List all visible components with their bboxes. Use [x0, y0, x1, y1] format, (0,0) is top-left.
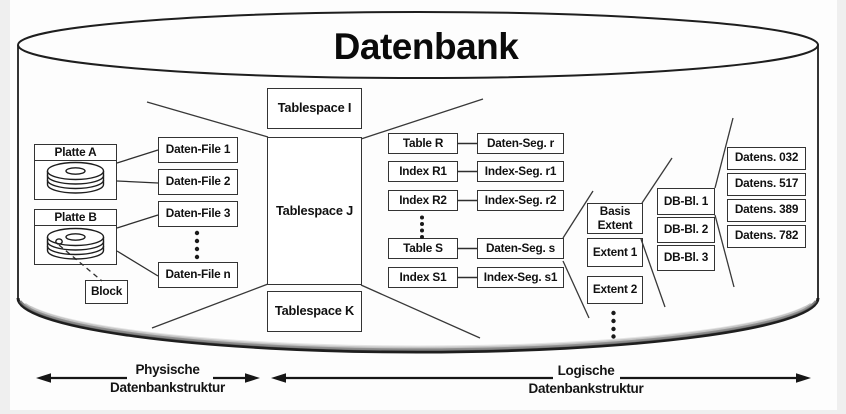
logical-structure-label: Logische Datenbankstruktur: [506, 362, 666, 397]
frame-bottom-edge: [0, 410, 846, 414]
physical-structure-line1: Physische: [135, 362, 200, 377]
box-table-r: Table R: [388, 132, 458, 154]
platte-b-label: Platte B: [35, 210, 116, 226]
platte-a-label: Platte A: [35, 145, 116, 161]
box-daten-file-n: Daten-File n: [158, 262, 238, 288]
box-tablespace-k: Tablespace K: [267, 291, 362, 332]
box-extent-1: Extent 1: [587, 238, 643, 267]
box-index-seg-r1: Index-Seg. r1: [477, 160, 564, 182]
box-platte-a: Platte A: [34, 144, 117, 200]
box-daten-file-3: Daten-File 3: [158, 201, 238, 227]
box-block: Block: [85, 280, 128, 304]
box-platte-b: Platte B: [34, 209, 117, 265]
box-daten-file-1: Daten-File 1: [158, 137, 238, 163]
box-db-block-1: DB-Bl. 1: [657, 188, 715, 215]
box-index-r2: Index R2: [388, 189, 458, 211]
logical-structure-line2: Datenbankstruktur: [528, 380, 644, 396]
database-title: Datenbank: [333, 26, 519, 67]
logical-structure-line1: Logische: [557, 363, 615, 378]
box-record-389: Datens. 389: [727, 198, 806, 222]
box-daten-seg-s: Daten-Seg. s: [477, 237, 564, 259]
box-table-s: Table S: [388, 237, 458, 259]
box-daten-file-2: Daten-File 2: [158, 169, 238, 195]
box-index-seg-s1: Index-Seg. s1: [477, 266, 564, 288]
box-daten-seg-r: Daten-Seg. r: [477, 132, 564, 154]
box-db-block-2: DB-Bl. 2: [657, 216, 715, 243]
box-tablespace-j: Tablespace J: [267, 137, 362, 285]
box-extent-2: Extent 2: [587, 276, 643, 304]
box-index-s1: Index S1: [388, 266, 458, 288]
box-record-782: Datens. 782: [727, 224, 806, 248]
physical-structure-line2: Datenbankstruktur: [110, 379, 225, 395]
frame-left-edge: [0, 0, 10, 414]
box-basis-extent: Basis Extent: [587, 203, 643, 234]
physical-structure-label: Physische Datenbankstruktur: [95, 361, 240, 396]
cylinder-shadow: [18, 300, 818, 351]
box-db-block-3: DB-Bl. 3: [657, 244, 715, 271]
frame-right-edge: [837, 0, 846, 414]
box-index-seg-r2: Index-Seg. r2: [477, 189, 564, 211]
box-index-r1: Index R1: [388, 160, 458, 182]
box-record-032: Datens. 032: [727, 146, 806, 170]
box-record-517: Datens. 517: [727, 172, 806, 196]
box-tablespace-i: Tablespace I: [267, 88, 362, 129]
cylinder-bottom-arc: [16, 297, 820, 354]
